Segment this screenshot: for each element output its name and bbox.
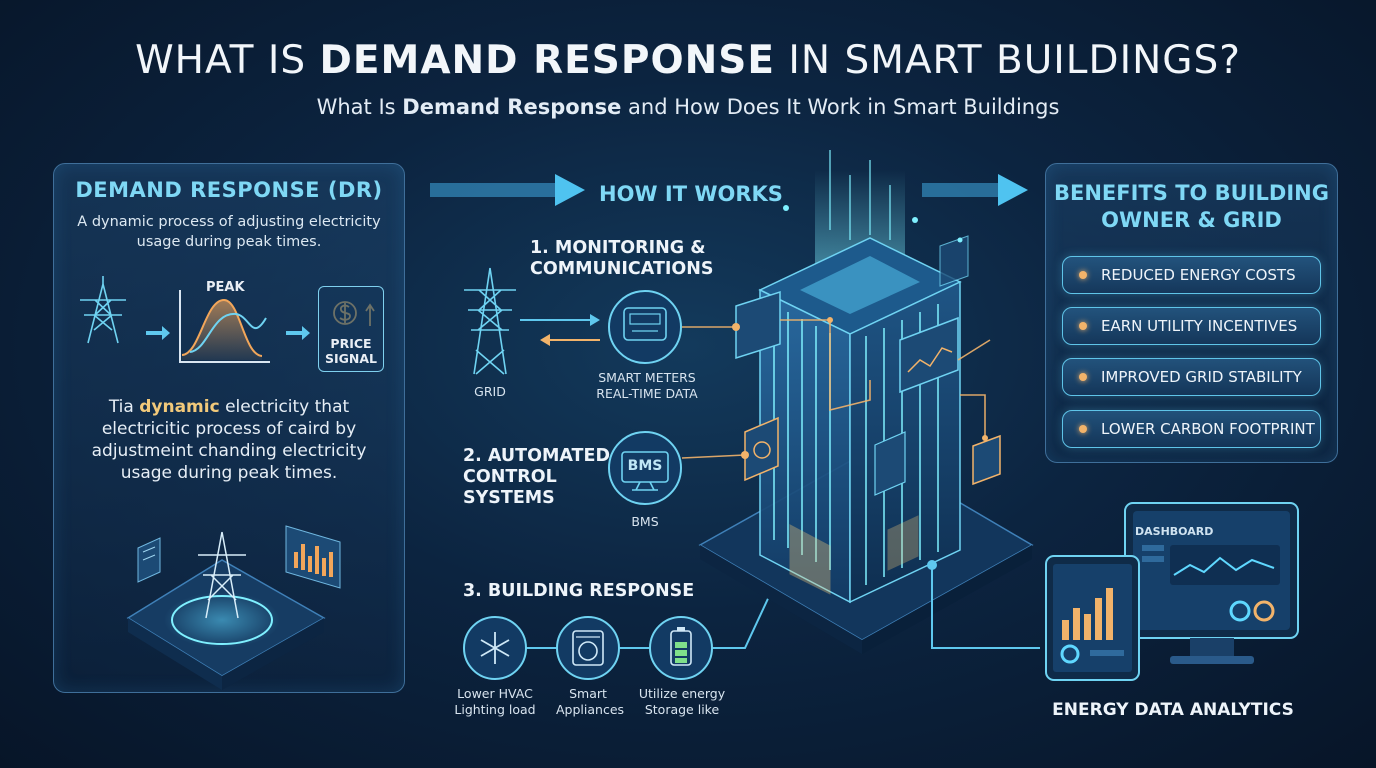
bms-icon	[608, 431, 682, 505]
arrow-icon	[146, 326, 170, 340]
bms-icon-text: BMS	[627, 458, 663, 474]
flow-arrow-2	[922, 174, 1028, 206]
dr-description: A dynamic process of adjusting electrici…	[77, 214, 381, 250]
smart-meters-label: SMART METERS REAL-TIME DATA	[596, 370, 698, 401]
bullet-dot-icon	[1079, 271, 1087, 279]
bullet-dot-icon	[1079, 322, 1087, 330]
page-subtitle: What Is Demand Response and How Does It …	[316, 95, 1060, 119]
washer-icon	[556, 616, 620, 680]
price-signal-box	[318, 286, 384, 372]
smart-meter-icon	[608, 290, 682, 364]
page-title: WHAT IS DEMAND RESPONSE IN SMART BUILDIN…	[135, 38, 1241, 83]
dr-paragraph: Tia dynamic electricity that electriciti…	[91, 397, 367, 483]
grid-platform-illustration	[126, 525, 341, 690]
grid-label: GRID	[474, 384, 506, 399]
data-exchange-arrows	[520, 314, 600, 346]
benefit-item: EARN UTILITY INCENTIVES	[1062, 307, 1321, 345]
smart-building-illustration	[698, 150, 1034, 654]
bms-label: BMS	[631, 514, 659, 529]
price-signal-label: PRICE SIGNAL	[324, 336, 377, 366]
arrow-icon-2	[286, 326, 310, 340]
peak-label: PEAK	[206, 280, 245, 295]
hvac-label: Lower HVAC Lighting load	[454, 686, 536, 717]
battery-icon	[649, 616, 713, 680]
benefit-item: REDUCED ENERGY COSTS	[1062, 256, 1321, 294]
bullet-dot-icon	[1079, 425, 1087, 433]
appliances-label: Smart Appliances	[556, 686, 625, 717]
peak-curve-chart	[179, 290, 270, 363]
storage-label: Utilize energy Storage like	[638, 686, 726, 717]
snowflake-icon	[463, 616, 527, 680]
bullet-dot-icon	[1079, 373, 1087, 381]
grid-tower-icon	[464, 267, 516, 375]
dashboard-monitor-illustration	[1124, 502, 1299, 664]
energy-data-analytics-label: ENERGY DATA ANALYTICS	[1052, 700, 1294, 720]
step-building-response: 3. BUILDING RESPONSE	[463, 581, 695, 601]
benefit-item: LOWER CARBON FOOTPRINT	[1062, 410, 1321, 448]
dr-heading: DEMAND RESPONSE (DR)	[75, 178, 383, 202]
flow-arrow-1	[430, 174, 585, 206]
step-automated-control: 2. AUTOMATED CONTROL SYSTEMS	[463, 446, 610, 508]
tablet-illustration	[1045, 555, 1140, 681]
benefit-item: IMPROVED GRID STABILITY	[1062, 358, 1321, 396]
benefits-heading: BENEFITS TO BUILDING OWNER & GRID	[1054, 181, 1329, 232]
dr-paragraph-highlight: dynamic	[139, 397, 220, 417]
dashboard-label: DASHBOARD	[1135, 525, 1214, 538]
how-it-works-heading: HOW IT WORKS	[599, 182, 783, 206]
power-tower-icon	[80, 276, 126, 344]
step-monitoring: 1. MONITORING & COMMUNICATIONS	[530, 238, 714, 279]
